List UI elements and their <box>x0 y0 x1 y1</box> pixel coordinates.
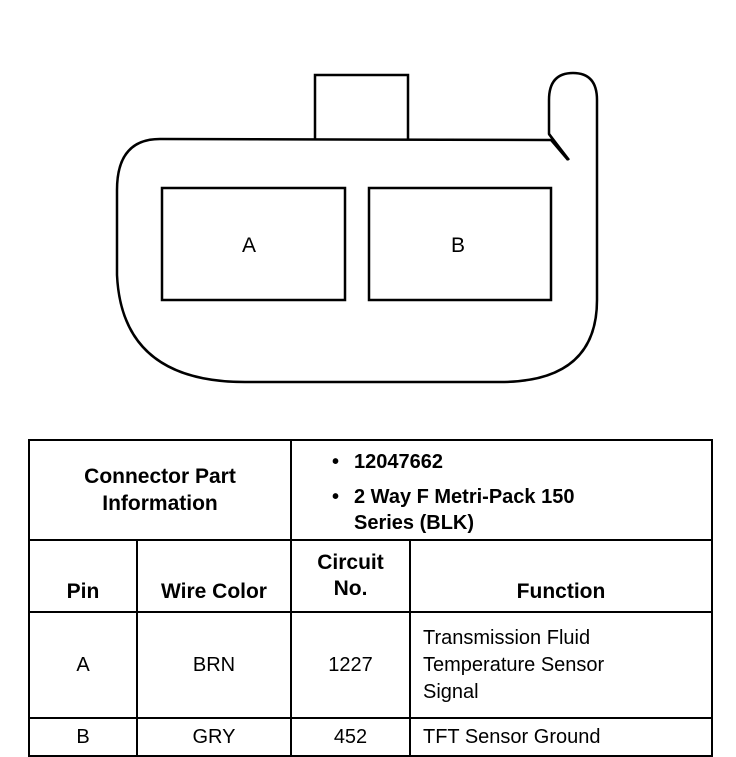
connector-lock-tab <box>313 73 410 139</box>
cavity-a <box>160 186 347 302</box>
wire-color-cell: BRN <box>136 611 292 719</box>
header-circuit-line1: Circuit <box>317 551 384 574</box>
cavity-b <box>367 186 553 302</box>
circuit-cell: 452 <box>290 717 411 757</box>
part-info-list: 12047662 2 Way F Metri-Pack 150 Series (… <box>290 439 713 541</box>
circuit-cell: 1227 <box>290 611 411 719</box>
connector-part-info-text: Connector Part Information <box>84 465 236 515</box>
function-text: Transmission Fluid Temperature Sensor Si… <box>423 626 605 703</box>
wire-color-cell: GRY <box>136 717 292 757</box>
connector-info-table: Connector Part Information 12047662 2 Wa… <box>28 439 713 757</box>
connector-face-diagram: A B <box>115 71 599 384</box>
cavity-a-label: A <box>242 234 256 257</box>
header-function: Function <box>409 539 713 613</box>
pin-cell: A <box>28 611 138 719</box>
table-row: A BRN 1227 Transmission Fluid Temperatur… <box>28 611 713 719</box>
function-cell: Transmission Fluid Temperature Sensor Si… <box>409 611 713 719</box>
connector-body-outline <box>115 71 599 384</box>
part-number: 12047662 <box>332 449 711 475</box>
table-row: B GRY 452 TFT Sensor Ground <box>28 717 713 757</box>
part-info-row: Connector Part Information 12047662 2 Wa… <box>28 439 713 541</box>
header-circuit-no: Circuit No. <box>290 539 411 613</box>
function-cell: TFT Sensor Ground <box>409 717 713 757</box>
pin-cell: B <box>28 717 138 757</box>
connector-part-info-label: Connector Part Information <box>28 439 292 541</box>
part-description: 2 Way F Metri-Pack 150 Series (BLK) <box>332 484 594 536</box>
header-row: Pin Wire Color Circuit No. Function <box>28 539 713 613</box>
header-circuit-line2: No. <box>333 577 368 600</box>
cavity-b-label: B <box>451 234 465 257</box>
header-pin: Pin <box>28 539 138 613</box>
header-wire-color: Wire Color <box>136 539 292 613</box>
